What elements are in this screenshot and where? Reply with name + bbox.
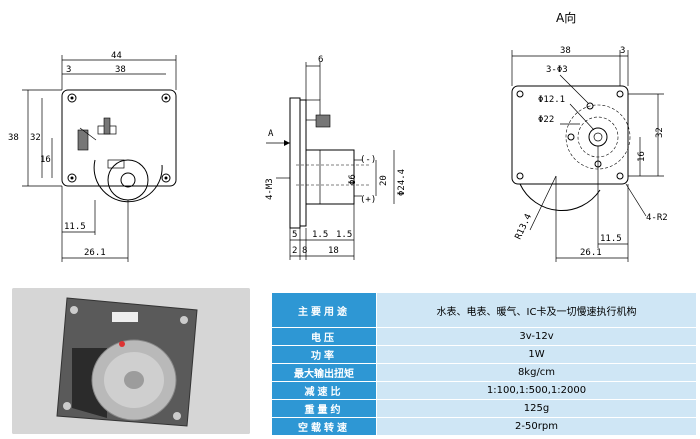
- side-minus: (-): [360, 155, 376, 165]
- motor-photo-icon: [12, 288, 250, 434]
- front-dim-height: 38: [8, 133, 19, 143]
- side-dim-20: 20: [379, 175, 389, 186]
- front-view: 44 3 38 38 32 16 11.5 26.1: [8, 51, 177, 262]
- spec-row-voltage: 电压 3v-12v: [271, 327, 697, 346]
- a-dim-38: 38: [560, 46, 571, 56]
- spec-label: 减速比: [271, 381, 377, 400]
- side-arrow-label: A: [268, 129, 274, 139]
- a-dim-16: 16: [637, 151, 647, 162]
- front-dim-inner: 38: [115, 65, 126, 75]
- front-dim-offset: 3: [66, 65, 71, 75]
- spec-row-weight: 重量约 125g: [271, 399, 697, 418]
- side-dim-2: 2: [292, 246, 297, 256]
- a-dia1: Φ12.1: [538, 95, 565, 105]
- a-dim-3: 3: [620, 46, 625, 56]
- a-dim-32: 32: [655, 127, 665, 138]
- side-dim-15b: 1.5: [336, 230, 352, 240]
- spec-label: 重量约: [271, 399, 377, 418]
- side-dim-18: 18: [328, 246, 339, 256]
- spec-value: 2-50rpm: [376, 417, 697, 436]
- spec-value: 3v-12v: [376, 327, 697, 346]
- side-dim-15a: 1.5: [312, 230, 328, 240]
- side-dim-top: 6: [318, 55, 323, 65]
- side-dim-thread: 4-M3: [265, 178, 275, 200]
- spec-label: 主要用途: [271, 292, 377, 328]
- side-plus: (+): [360, 195, 376, 205]
- side-dim-5: 5: [292, 230, 297, 240]
- a-view-title: A向: [556, 10, 576, 25]
- front-dim-bottom-a: 11.5: [64, 222, 86, 232]
- spec-row-speed: 空载转速 2-50rpm: [271, 417, 697, 436]
- side-view: A 6 4-M3 (-) (+) Φ6 20 Φ24.4 5 1.5 1.5 2…: [265, 55, 407, 260]
- a-dim-261: 26.1: [580, 248, 602, 258]
- front-dim-center-height: 16: [40, 155, 51, 165]
- spec-label: 功率: [271, 345, 377, 364]
- spec-value: 8kg/cm: [376, 363, 697, 382]
- spec-label: 空载转速: [271, 417, 377, 436]
- front-dim-inner-height: 32: [30, 133, 41, 143]
- spec-row-ratio: 减速比 1:100,1:500,1:2000: [271, 381, 697, 400]
- a-view: A向 38 3 3-Φ3 Φ12.1 Φ22 32 16: [511, 10, 668, 262]
- side-dim-body: Φ24.4: [397, 169, 407, 196]
- spec-label: 电压: [271, 327, 377, 346]
- a-corner: 4-R2: [646, 213, 668, 223]
- spec-row-usage: 主要用途 水表、电表、暖气、IC卡及一切慢速执行机构: [271, 292, 697, 328]
- front-dim-bottom-b: 26.1: [84, 248, 106, 258]
- spec-row-torque: 最大输出扭矩 8kg/cm: [271, 363, 697, 382]
- motor-photo: [12, 288, 250, 434]
- front-dim-width: 44: [111, 51, 122, 61]
- spec-table: 主要用途 水表、电表、暖气、IC卡及一切慢速执行机构 电压 3v-12v 功率 …: [271, 292, 697, 436]
- a-dia2: Φ22: [538, 115, 554, 125]
- a-dim-115: 11.5: [600, 234, 622, 244]
- spec-label: 最大输出扭矩: [271, 363, 377, 382]
- a-holes: 3-Φ3: [546, 65, 568, 75]
- technical-drawings: 44 3 38 38 32 16 11.5 26.1 A: [8, 10, 668, 262]
- spec-row-power: 功率 1W: [271, 345, 697, 364]
- side-dim-shaft: Φ6: [348, 174, 358, 185]
- spec-value: 125g: [376, 399, 697, 418]
- spec-value: 水表、电表、暖气、IC卡及一切慢速执行机构: [376, 292, 697, 328]
- a-radius: R13.4: [514, 212, 535, 241]
- side-dim-8: 8: [302, 246, 307, 256]
- spec-value: 1W: [376, 345, 697, 364]
- spec-value: 1:100,1:500,1:2000: [376, 381, 697, 400]
